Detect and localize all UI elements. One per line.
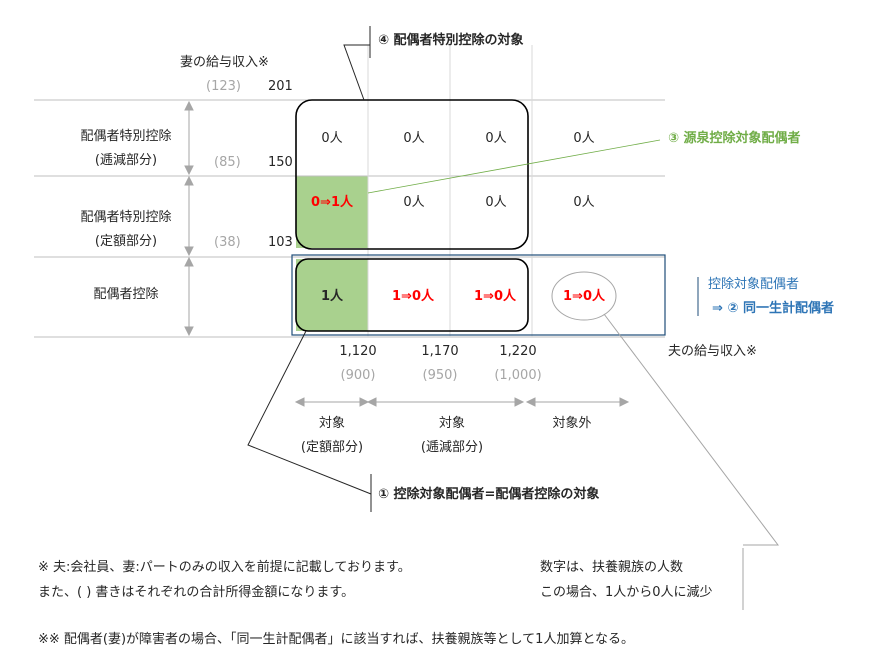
wife-threshold-paren: (123) [206, 79, 241, 94]
special-deduction-box [295, 99, 529, 250]
callout-withholding-spouse: ③ 源泉控除対象配偶者 [668, 131, 801, 146]
cell-r2-c2: 0人 [403, 195, 425, 210]
callout-special-deduction: ④ 配偶者特別控除の対象 [378, 33, 524, 48]
wife-income-label: 妻の給与収入※ [180, 55, 269, 70]
same-livelihood-box [291, 254, 666, 336]
row-label-1-sub: (逓減部分) [94, 153, 158, 168]
reduction-ellipse [551, 271, 617, 321]
cell-r2-c4: 0人 [573, 195, 595, 210]
range-label-2-sub: (逓減部分) [420, 440, 484, 455]
cell-r3-c4: 1⇒0人 [563, 289, 605, 304]
note-reduction: この場合、1人から0人に減少 [540, 585, 713, 600]
deduction-box [295, 258, 529, 332]
row-label-2: 配偶者特別控除 [80, 210, 172, 225]
callout-eligible-spouse: 控除対象配偶者 [708, 277, 800, 292]
green-cell-r2 [296, 176, 368, 248]
callout-deduction-target: ① 控除対象配偶者=配偶者控除の対象 [378, 487, 600, 502]
range-label-1: 対象 [318, 416, 345, 431]
row-label-3: 配偶者控除 [93, 287, 159, 302]
cell-r1-c1: 0人 [321, 131, 343, 146]
cell-r3-c1: 1人 [320, 289, 344, 304]
husband-threshold-paren: (900) [340, 368, 376, 383]
wife-threshold-paren: (85) [214, 155, 241, 170]
husband-threshold-paren: (950) [422, 368, 458, 383]
husband-threshold-value: 1,170 [421, 344, 459, 359]
husband-threshold-value: 1,120 [339, 344, 377, 359]
cell-r3-c2: 1⇒0人 [392, 289, 434, 304]
note-parentheses: また、( ) 書きはそれぞれの合計所得金額になります。 [38, 585, 355, 600]
note-disability: ※※ 配偶者(妻)が障害者の場合、「同一生計配偶者」に該当すれば、扶養親族等とし… [38, 632, 635, 647]
husband-threshold-paren: (1,000) [494, 368, 542, 383]
cell-r1-c2: 0人 [403, 131, 425, 146]
callout-same-livelihood-spouse: ⇒ ② 同一生計配偶者 [712, 301, 834, 316]
cell-r1-c3: 0人 [485, 131, 507, 146]
husband-income-label: 夫の給与収入※ [668, 344, 757, 359]
note-assumption: ※ 夫:会社員、妻:パートのみの収入を前提に記載しております。 [38, 560, 411, 575]
wife-threshold-value: 103 [268, 235, 293, 250]
range-label-3: 対象外 [552, 416, 592, 431]
green-cell-r3 [296, 259, 368, 331]
wife-threshold-value: 150 [268, 155, 293, 170]
wife-threshold-paren: (38) [214, 235, 241, 250]
cell-r2-c1: 0⇒1人 [311, 195, 353, 210]
row-label-1: 配偶者特別控除 [80, 129, 172, 144]
husband-threshold-value: 1,220 [499, 344, 537, 359]
cell-r3-c3: 1⇒0人 [474, 289, 516, 304]
cell-r2-c3: 0人 [485, 195, 507, 210]
note-numbers: 数字は、扶養親族の人数 [540, 560, 684, 575]
row-label-2-sub: (定額部分) [94, 234, 158, 249]
range-label-1-sub: (定額部分) [300, 440, 364, 455]
cell-r1-c4: 0人 [573, 131, 595, 146]
wife-threshold-value: 201 [268, 79, 293, 94]
range-label-2: 対象 [438, 416, 465, 431]
